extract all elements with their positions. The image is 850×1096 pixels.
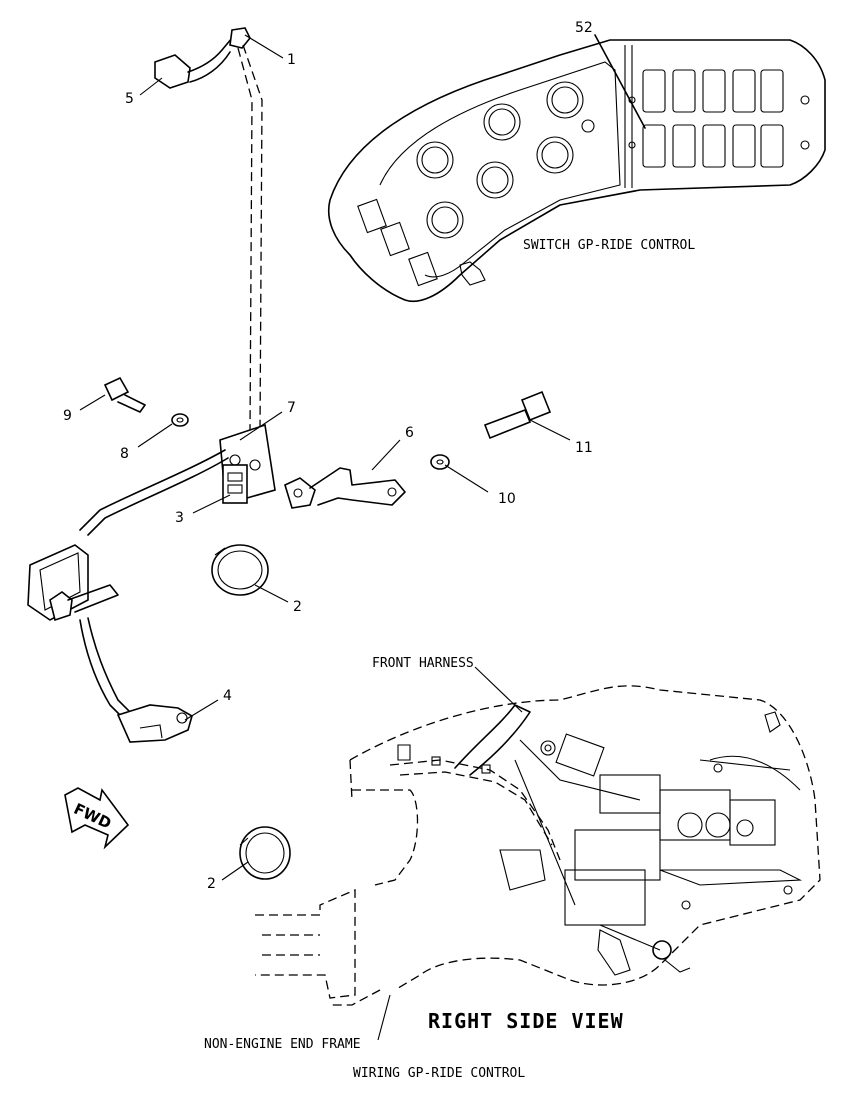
callout-11: 11 bbox=[575, 440, 593, 456]
right-side-view-label: RIGHT SIDE VIEW bbox=[428, 1009, 624, 1033]
callout-7: 7 bbox=[287, 400, 296, 416]
callout-2b: 2 bbox=[207, 876, 216, 892]
callout-10: 10 bbox=[498, 491, 516, 507]
fwd-arrow-icon: FWD bbox=[64, 787, 130, 850]
callout-8: 8 bbox=[120, 446, 129, 462]
front-harness-label: FRONT HARNESS bbox=[372, 656, 474, 671]
valve-block bbox=[499, 733, 803, 976]
switch-group-label: SWITCH GP-RIDE CONTROL bbox=[523, 238, 695, 253]
callout-52: 52 bbox=[575, 20, 593, 36]
callout-1: 1 bbox=[287, 52, 296, 68]
clamp-icon bbox=[239, 826, 291, 880]
leader-lines bbox=[79, 34, 571, 881]
wiring-harness bbox=[27, 27, 276, 743]
callout-9: 9 bbox=[63, 408, 72, 424]
non-engine-end-frame-label: NON-ENGINE END FRAME bbox=[204, 1037, 361, 1052]
right-side-view bbox=[255, 666, 821, 1041]
mounting-bracket bbox=[284, 390, 552, 509]
callout-5: 5 bbox=[125, 91, 134, 107]
callout-3: 3 bbox=[175, 510, 184, 526]
clamp-icon bbox=[211, 544, 269, 596]
callout-2a: 2 bbox=[293, 599, 302, 615]
gauge-icon bbox=[416, 81, 595, 239]
switch-panel bbox=[327, 34, 826, 302]
wiring-group-label: WIRING GP-RIDE CONTROL bbox=[353, 1066, 525, 1081]
switch-bank bbox=[628, 69, 810, 168]
callout-4: 4 bbox=[223, 688, 232, 704]
rocker-switch-icon bbox=[357, 198, 438, 287]
callout-6: 6 bbox=[405, 425, 414, 441]
